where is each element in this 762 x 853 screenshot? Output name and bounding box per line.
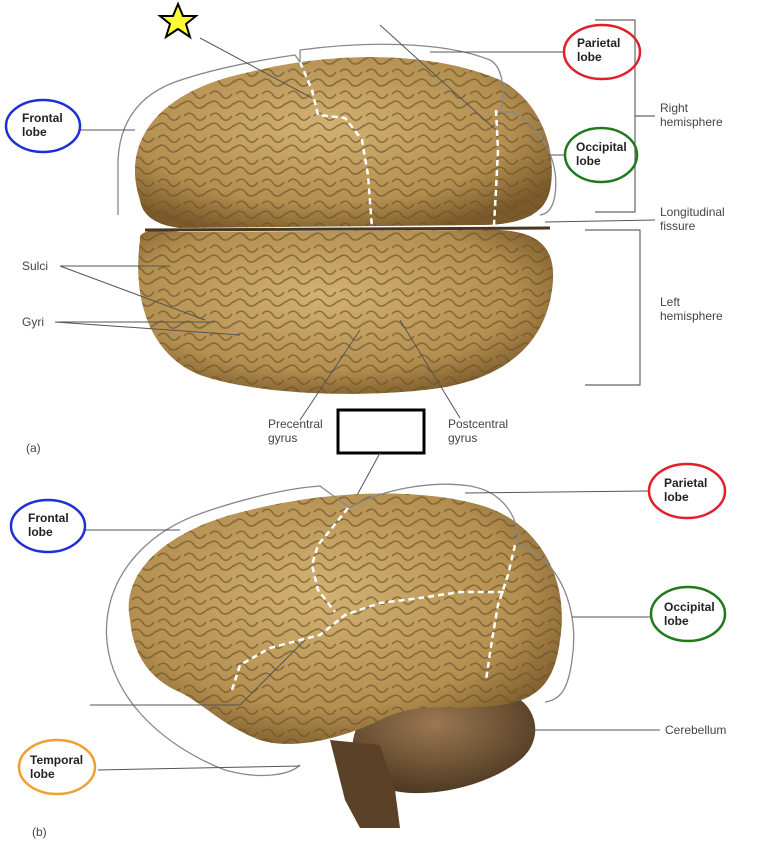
lateral-sulcus-boundary bbox=[230, 590, 505, 691]
occipital-lobe-circle-a bbox=[563, 126, 639, 184]
parietal-lobe-circle-a bbox=[562, 23, 642, 81]
temporal-lobe-circle-b bbox=[17, 738, 97, 796]
frontal-lobe-circle-b bbox=[9, 498, 87, 554]
occipital-lobe-circle-b bbox=[649, 585, 727, 643]
central-sulcus-boundary bbox=[298, 61, 374, 229]
cerebellum-shape bbox=[352, 686, 536, 794]
parieto-occipital-lateral bbox=[484, 544, 517, 681]
blank-label-box[interactable] bbox=[336, 408, 426, 455]
star-marker-icon bbox=[157, 1, 199, 40]
label-sulci: Sulci bbox=[22, 259, 48, 273]
brainstem-shape bbox=[330, 740, 400, 828]
frontal-lobe-circle-a bbox=[4, 98, 82, 154]
parietal-lobe-circle-b bbox=[647, 462, 727, 520]
label-gyri: Gyri bbox=[22, 315, 44, 329]
parieto-occipital-boundary bbox=[492, 109, 500, 226]
panel-label-a: (a) bbox=[26, 441, 41, 455]
central-sulcus-lateral bbox=[310, 507, 349, 613]
label-cerebellum: Cerebellum bbox=[665, 723, 726, 737]
panel-label-b: (b) bbox=[32, 825, 47, 839]
